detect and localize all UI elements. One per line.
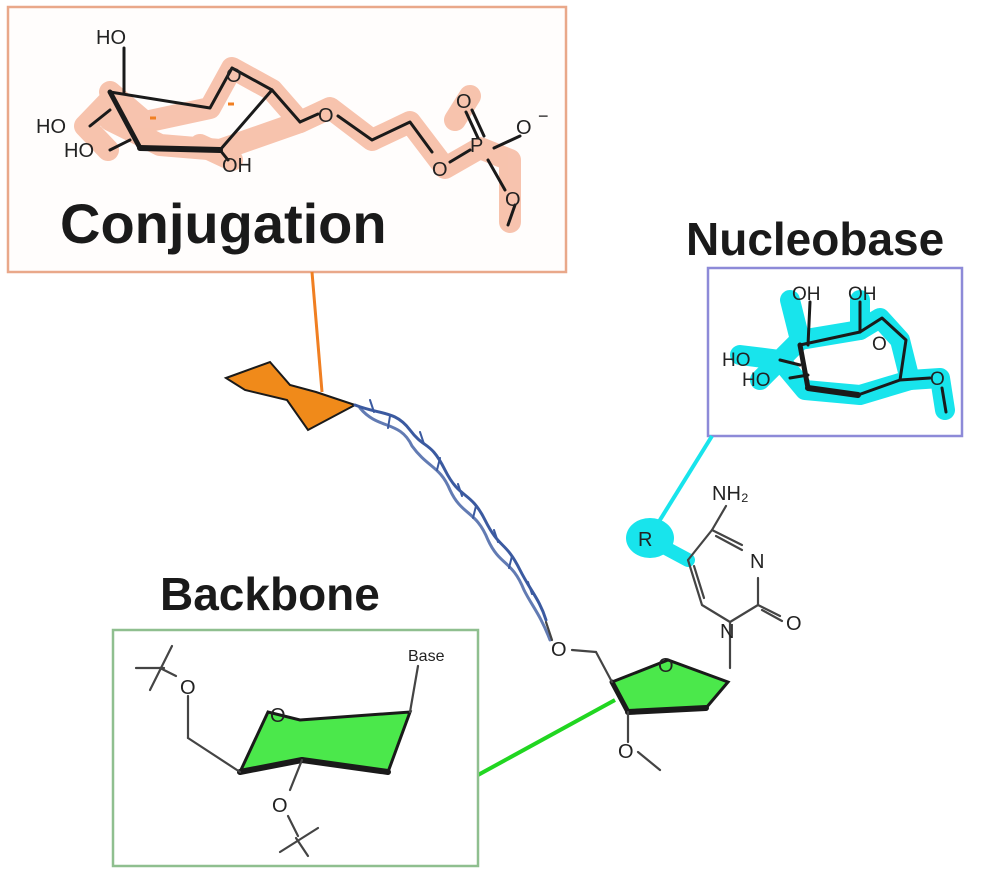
conjugation-panel: HO O HO HO OH O O P O O − O Conjugation: [6, 5, 568, 274]
nucleobase-box: [706, 266, 964, 438]
label-r: R: [638, 529, 652, 551]
conj-label-ho-top: HO: [96, 27, 126, 49]
conj-label-o-p1: O: [432, 159, 448, 181]
conjugate-shape: [223, 360, 358, 432]
label-o-2prime: O: [618, 741, 634, 763]
conjugation-molecule: [88, 46, 522, 227]
conjugation-connector: [310, 271, 324, 393]
backbone-panel: Backbone O Base O O: [111, 568, 480, 868]
bb-label-o-bottom: O: [272, 795, 288, 817]
conj-label-ho-left2: HO: [64, 140, 94, 162]
nuc-label-oh-2: OH: [848, 284, 877, 305]
label-o-ring-sugar: O: [658, 655, 674, 677]
conj-label-o-bottom: O: [505, 189, 521, 211]
conj-label-o-ring: O: [226, 65, 242, 87]
oligo-strand: [353, 399, 552, 642]
nuc-label-oh-1: OH: [792, 284, 821, 305]
conj-label-oh-bottom: OH: [222, 155, 252, 177]
conj-label-o-link: O: [318, 105, 334, 127]
nuc-label-o-ring: O: [872, 334, 887, 355]
backbone-connector: [477, 698, 616, 777]
nucleobase-title: Nucleobase: [686, 213, 944, 265]
nuc-label-ho-1: HO: [722, 350, 751, 371]
conj-label-p: P: [470, 135, 483, 157]
label-o-5prime: O: [551, 639, 567, 661]
label-nh2: NH₂: [712, 483, 749, 505]
nucleobase-panel: Nucleobase OH OH O HO HO O: [686, 213, 964, 438]
conj-label-o-minus: O: [516, 117, 532, 139]
conj-label-ho-left: HO: [36, 116, 66, 138]
backbone-title: Backbone: [160, 568, 380, 620]
bb-label-base: Base: [408, 648, 445, 665]
label-n3: N: [750, 551, 764, 573]
bb-label-o-ring: O: [270, 705, 286, 727]
bb-label-o-top: O: [180, 677, 196, 699]
label-n1: N: [720, 621, 734, 643]
label-o-carbonyl: O: [786, 613, 802, 635]
cytosine-ring: [686, 504, 784, 670]
nucleobase-molecule: [778, 300, 948, 414]
nuc-label-o-link: O: [930, 369, 945, 390]
nuc-label-ho-2: HO: [742, 370, 771, 391]
conjugation-title: Conjugation: [60, 192, 387, 255]
center-nucleotide: NH₂ N N O R O O O: [544, 483, 802, 772]
conj-label-charge: −: [538, 106, 549, 126]
conj-label-o-top: O: [456, 91, 472, 113]
nucleobase-connector: [653, 434, 714, 530]
